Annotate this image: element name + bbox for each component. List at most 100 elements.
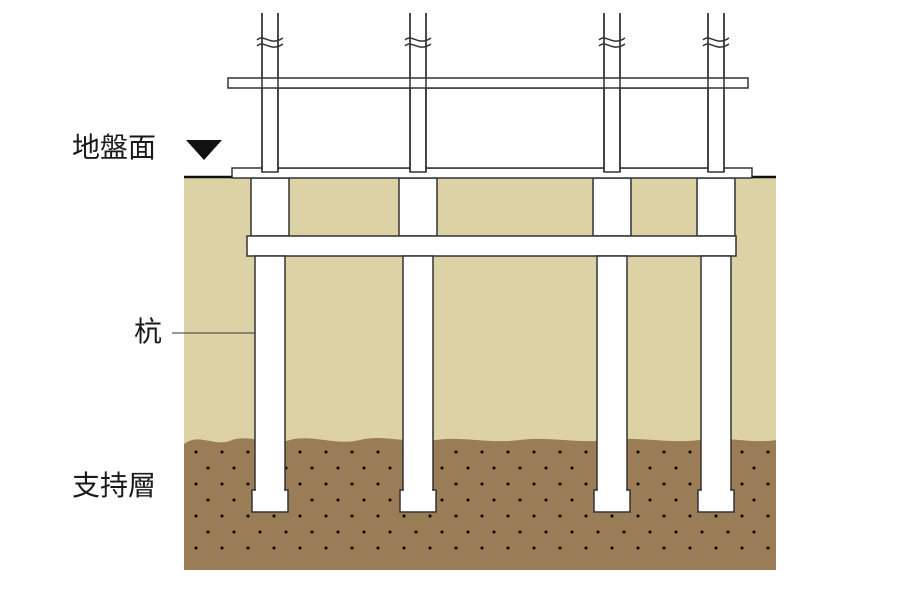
bearing-dot [532, 450, 536, 454]
bearing-dot [350, 546, 354, 550]
bearing-dot [662, 546, 666, 550]
bearing-dot [688, 514, 692, 518]
break-wave-icon [598, 37, 626, 42]
bearing-dot [336, 498, 340, 502]
break-wave-icon [702, 37, 730, 42]
bearing-dot [402, 546, 406, 550]
bearing-dot [310, 466, 314, 470]
pile [254, 255, 286, 497]
ground-marker-icon [186, 140, 222, 160]
break-wave-icon [598, 43, 626, 48]
bearing-dot [740, 450, 744, 454]
bearing-dot [636, 514, 640, 518]
bearing-dot [194, 482, 198, 486]
pile-label: 杭 [134, 315, 163, 348]
pile-tip [697, 489, 735, 513]
column [603, 11, 621, 173]
bearing-dot [298, 482, 302, 486]
bearing-dot [272, 514, 276, 518]
bearing-dot [298, 450, 302, 454]
bearing-dot [766, 482, 770, 486]
bearing-dot [388, 466, 392, 470]
bearing-dot [350, 450, 354, 454]
bearing-dot [350, 514, 354, 518]
pile [700, 255, 732, 497]
bearing-dot [662, 514, 666, 518]
bearing-dot [206, 466, 210, 470]
bearing-dot [376, 450, 380, 454]
column [409, 11, 427, 173]
bearing-dot [518, 530, 522, 534]
bearing-dot [766, 546, 770, 550]
bearing-dot [636, 450, 640, 454]
bearing-dot [324, 546, 328, 550]
top-beam [227, 77, 749, 89]
pile-seam-mask [598, 488, 626, 492]
bearing-dot [246, 514, 250, 518]
bearing-dot [506, 482, 510, 486]
bearing-dot [558, 450, 562, 454]
structure [227, 10, 753, 513]
bearing-dot [376, 546, 380, 550]
bearing-dot [714, 546, 718, 550]
bearing-dot [246, 546, 250, 550]
bearing-dot [688, 450, 692, 454]
bearing-dot [376, 514, 380, 518]
bearing-dot [414, 530, 418, 534]
bearing-dot [752, 498, 756, 502]
bearing-dot [388, 498, 392, 502]
bearing-dot [584, 450, 588, 454]
bearing-dot [570, 530, 574, 534]
bearing-dot [544, 530, 548, 534]
bearing-dot [440, 498, 444, 502]
bearing-dot [454, 546, 458, 550]
bearing-dot [518, 466, 522, 470]
bearing-dot [688, 482, 692, 486]
bearing-dot [674, 498, 678, 502]
bearing-dot [752, 530, 756, 534]
column-top-mask [706, 10, 726, 13]
bearing-dot [740, 514, 744, 518]
pile [596, 255, 628, 497]
pier [592, 177, 632, 237]
bearing-dot [480, 546, 484, 550]
bearing-dot [610, 546, 614, 550]
bearing-dot [480, 514, 484, 518]
bearing-dot [362, 498, 366, 502]
bearing-dot [544, 466, 548, 470]
bearing-dot [350, 482, 354, 486]
bearing-dot [336, 466, 340, 470]
bearing-dot [454, 450, 458, 454]
bearing-dot [648, 530, 652, 534]
bearing-dot [674, 466, 678, 470]
pile-seam-mask [702, 488, 730, 492]
bearing-dot [570, 498, 574, 502]
ground-surface-label: 地盤面 [72, 131, 157, 164]
bearing-dot [376, 482, 380, 486]
bearing-dot [558, 514, 562, 518]
bearing-dot [220, 482, 224, 486]
bearing-dot [362, 530, 366, 534]
bearing-dot [194, 514, 198, 518]
wall-panel [619, 87, 709, 169]
bearing-dot [636, 546, 640, 550]
pile-tip [251, 489, 289, 513]
break-wave-icon [256, 43, 284, 48]
bearing-dot [558, 546, 562, 550]
column-joint-mask [411, 79, 425, 87]
bearing-dot [622, 530, 626, 534]
bearing-dot [674, 530, 678, 534]
bearing-dot [532, 546, 536, 550]
bearing-dot [232, 498, 236, 502]
bearing-dot [194, 546, 198, 550]
bearing-dot [232, 466, 236, 470]
bearing-dot [766, 450, 770, 454]
bearing-dot [506, 514, 510, 518]
bearing-dot [362, 466, 366, 470]
wall-panel [277, 87, 411, 169]
bearing-dot [532, 482, 536, 486]
pier [250, 177, 290, 237]
bearing-dot [466, 530, 470, 534]
bearing-dot [428, 546, 432, 550]
